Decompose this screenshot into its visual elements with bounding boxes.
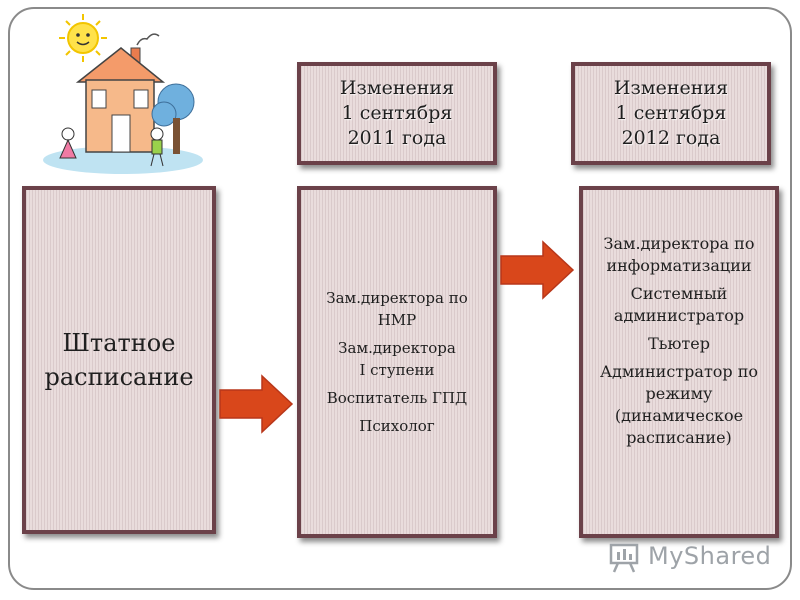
- presentation-board-icon: [609, 543, 639, 573]
- list-item: I ступени: [359, 361, 435, 379]
- list-item: Психолог: [359, 417, 435, 435]
- list-item: Зам.директора по информатизации: [603, 234, 755, 275]
- watermark-text: MyShared: [648, 542, 772, 570]
- sun-icon: [59, 14, 107, 62]
- watermark-logo: MyShared: [608, 538, 771, 574]
- list-item: Администратор по режиму (динамическое ра…: [599, 362, 759, 447]
- list-item: Системный администратор: [613, 284, 745, 325]
- staff-schedule-box: Штатное расписание: [22, 186, 216, 534]
- list-item: Зам.директора: [338, 339, 456, 357]
- list-item: Воспитатель ГПД: [326, 389, 468, 407]
- staff-schedule-line-1: Штатное: [62, 329, 176, 357]
- right-arrow-icon: [500, 240, 575, 300]
- changes-2012-header: Изменения 1 сентября 2012 года: [571, 62, 771, 165]
- right-arrow-icon: [219, 374, 294, 434]
- positions-2011-box: Зам.директора по НМР Зам.директора I сту…: [297, 186, 497, 538]
- list-item: Зам.директора по НМР: [326, 289, 468, 329]
- list-item: Тьютер: [648, 334, 710, 353]
- positions-2012-box: Зам.директора по информатизации Системны…: [579, 186, 779, 538]
- changes-2011-header: Изменения 1 сентября 2011 года: [297, 62, 497, 165]
- house-clipart-image: [43, 14, 203, 174]
- slide-frame: [8, 7, 792, 590]
- staff-schedule-line-2: расписание: [44, 363, 194, 391]
